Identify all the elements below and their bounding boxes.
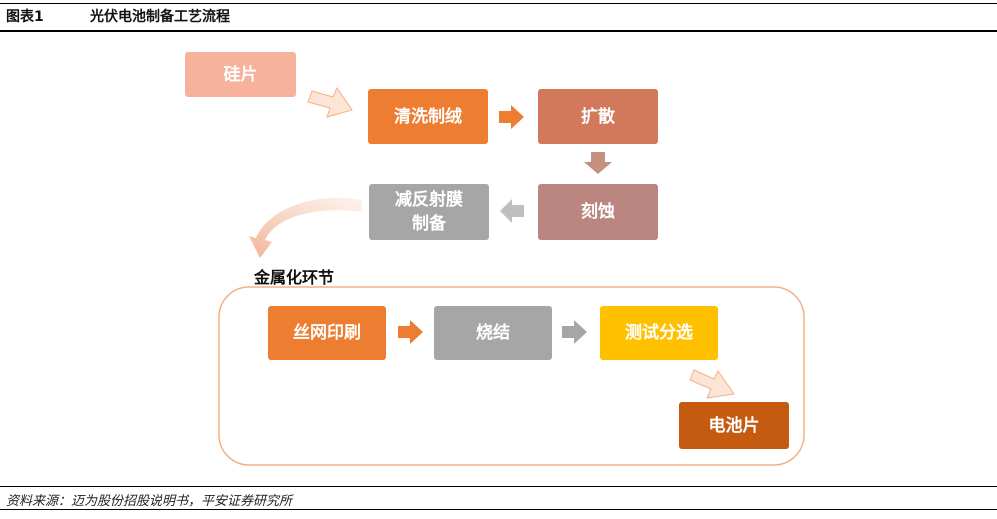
- figure-title: 图表1 光伏电池制备工艺流程: [6, 6, 230, 26]
- step-cell: 电池片: [679, 402, 789, 449]
- step-etching-label: 刻蚀: [581, 202, 615, 222]
- arrow-test-to-cell: [689, 369, 735, 399]
- step-wafer-label: 硅片: [223, 64, 258, 85]
- arrow-sinter-to-test: [562, 320, 587, 344]
- step-screen-print-label: 丝网印刷: [293, 323, 361, 343]
- bottom-rule: [0, 509, 997, 510]
- footer-rule: [0, 486, 997, 487]
- arrow-diffusion-to-etching: [584, 152, 612, 174]
- arrow-clean-to-diffusion: [499, 105, 524, 129]
- source-note: 资料来源：迈为股份招股说明书，平安证券研究所: [6, 494, 293, 509]
- arrow-etching-to-coating: [500, 199, 524, 223]
- step-ar-coating: 减反射膜 制备: [369, 184, 489, 240]
- metallization-region: [218, 286, 805, 466]
- step-diffusion-label: 扩散: [581, 106, 615, 127]
- figure-title-text: 光伏电池制备工艺流程: [90, 9, 230, 25]
- step-cell-label: 电池片: [708, 415, 760, 436]
- step-clean-texture-label: 清洗制绒: [394, 106, 462, 127]
- step-diffusion: 扩散: [538, 89, 658, 144]
- title-underline: [0, 30, 997, 32]
- step-etching: 刻蚀: [538, 184, 658, 240]
- arrow-print-to-sinter: [398, 320, 423, 344]
- curved-arrow-to-metallization: [249, 197, 362, 258]
- step-test-sort: 测试分选: [600, 306, 718, 360]
- step-screen-print: 丝网印刷: [268, 306, 386, 360]
- arrow-wafer-to-clean: [307, 86, 353, 118]
- top-rule: [0, 3, 997, 4]
- metallization-label: 金属化环节: [254, 268, 335, 287]
- step-wafer: 硅片: [185, 52, 296, 97]
- step-sintering: 烧结: [434, 306, 552, 360]
- step-clean-texture: 清洗制绒: [368, 89, 488, 144]
- step-sintering-label: 烧结: [476, 323, 510, 343]
- step-ar-coating-label: 减反射膜 制备: [395, 190, 463, 234]
- step-test-sort-label: 测试分选: [625, 323, 693, 343]
- figure-label: 图表1: [6, 9, 44, 25]
